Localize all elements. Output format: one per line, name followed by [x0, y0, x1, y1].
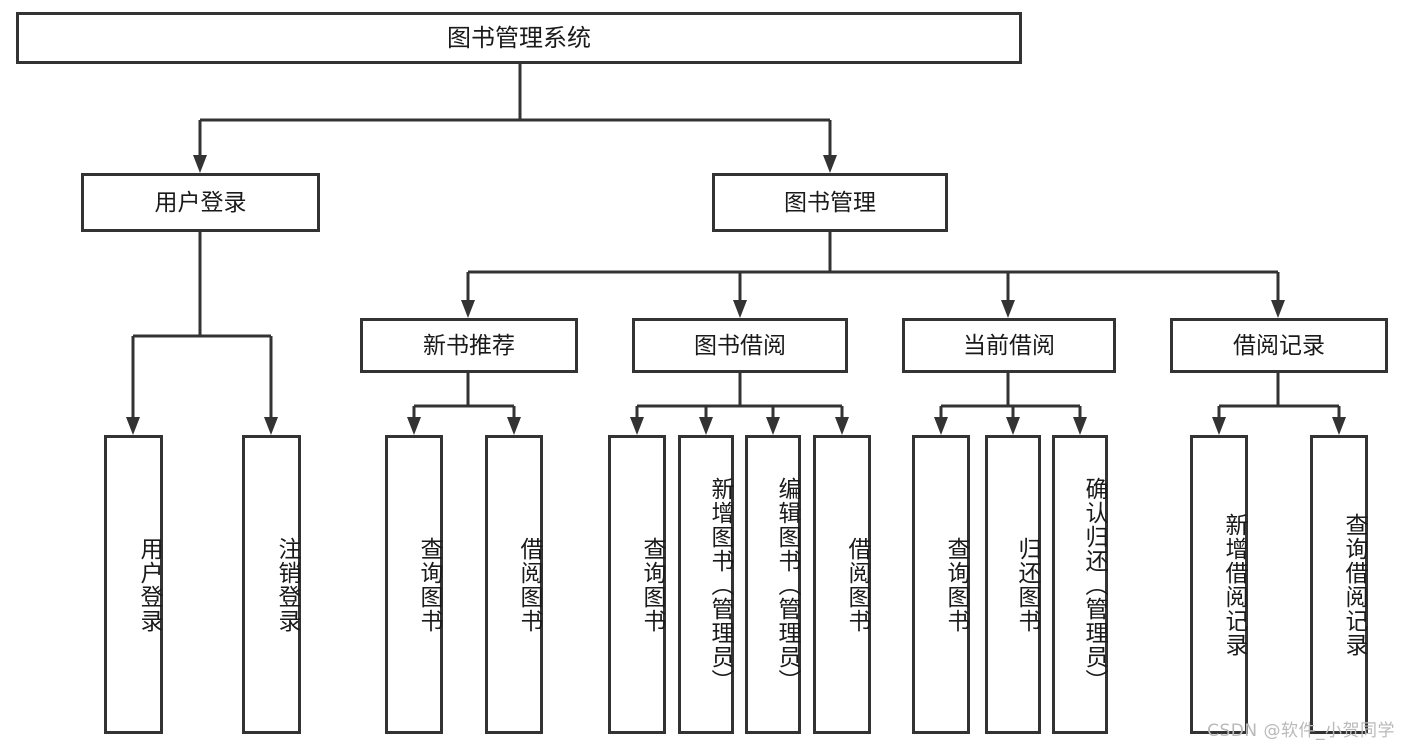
- node-level3-0-label: 新书推荐: [423, 333, 515, 359]
- arrow-head-icon: [1332, 417, 1346, 435]
- arrow-head-icon: [699, 417, 713, 435]
- csdn-watermark: CSDN @软件_小贺同学: [1207, 721, 1395, 741]
- arrow-head-icon: [1212, 417, 1226, 435]
- node-leaf-1[interactable]: [242, 435, 301, 734]
- node-leaf-10[interactable]: [1052, 435, 1108, 734]
- arrow-head-icon: [1001, 300, 1015, 318]
- node-level2-0[interactable]: [81, 173, 320, 232]
- node-level2-1-label: 图书管理: [784, 190, 876, 216]
- arrow-head-icon: [407, 417, 421, 435]
- node-leaf-4[interactable]: [608, 435, 666, 734]
- arrow-head-icon: [507, 417, 521, 435]
- node-level3-1-label: 图书借阅: [694, 333, 786, 359]
- node-leaf-9[interactable]: [985, 435, 1041, 734]
- arrow-head-icon: [264, 417, 278, 435]
- node-level3-0[interactable]: [360, 318, 578, 373]
- node-leaf-0[interactable]: [104, 435, 163, 734]
- node-level3-3-label: 借阅记录: [1233, 333, 1325, 359]
- node-level2-0-label: 用户登录: [155, 190, 247, 216]
- node-leaf-2[interactable]: [385, 435, 443, 734]
- node-leaf-11[interactable]: [1190, 435, 1248, 734]
- node-leaf-12[interactable]: [1310, 435, 1368, 734]
- arrow-head-icon: [126, 417, 140, 435]
- arrow-head-icon: [461, 300, 475, 318]
- node-leaf-5[interactable]: [678, 435, 734, 734]
- node-level3-2-label: 当前借阅: [963, 333, 1055, 359]
- node-root-system-label: 图书管理系统: [447, 24, 591, 52]
- node-box-layer: [16, 12, 1388, 734]
- connector-layer: [126, 64, 1346, 435]
- arrow-head-icon: [934, 417, 948, 435]
- arrow-head-icon: [1073, 417, 1087, 435]
- node-leaf-3[interactable]: [485, 435, 543, 734]
- node-leaf-8[interactable]: [912, 435, 970, 734]
- arrow-head-icon: [1006, 417, 1020, 435]
- arrow-head-icon: [193, 155, 207, 173]
- arrow-head-icon: [823, 155, 837, 173]
- arrow-head-icon: [733, 300, 747, 318]
- node-level3-2[interactable]: [902, 318, 1116, 373]
- arrow-head-icon: [766, 417, 780, 435]
- node-level3-1[interactable]: [632, 318, 848, 373]
- arrow-head-icon: [630, 417, 644, 435]
- node-leaf-7[interactable]: [813, 435, 871, 734]
- node-root-system[interactable]: [16, 12, 1022, 64]
- node-leaf-6[interactable]: [745, 435, 801, 734]
- node-level2-1[interactable]: [712, 173, 948, 232]
- arrow-head-icon: [835, 417, 849, 435]
- node-level3-3[interactable]: [1170, 318, 1388, 373]
- arrow-head-icon: [1271, 300, 1285, 318]
